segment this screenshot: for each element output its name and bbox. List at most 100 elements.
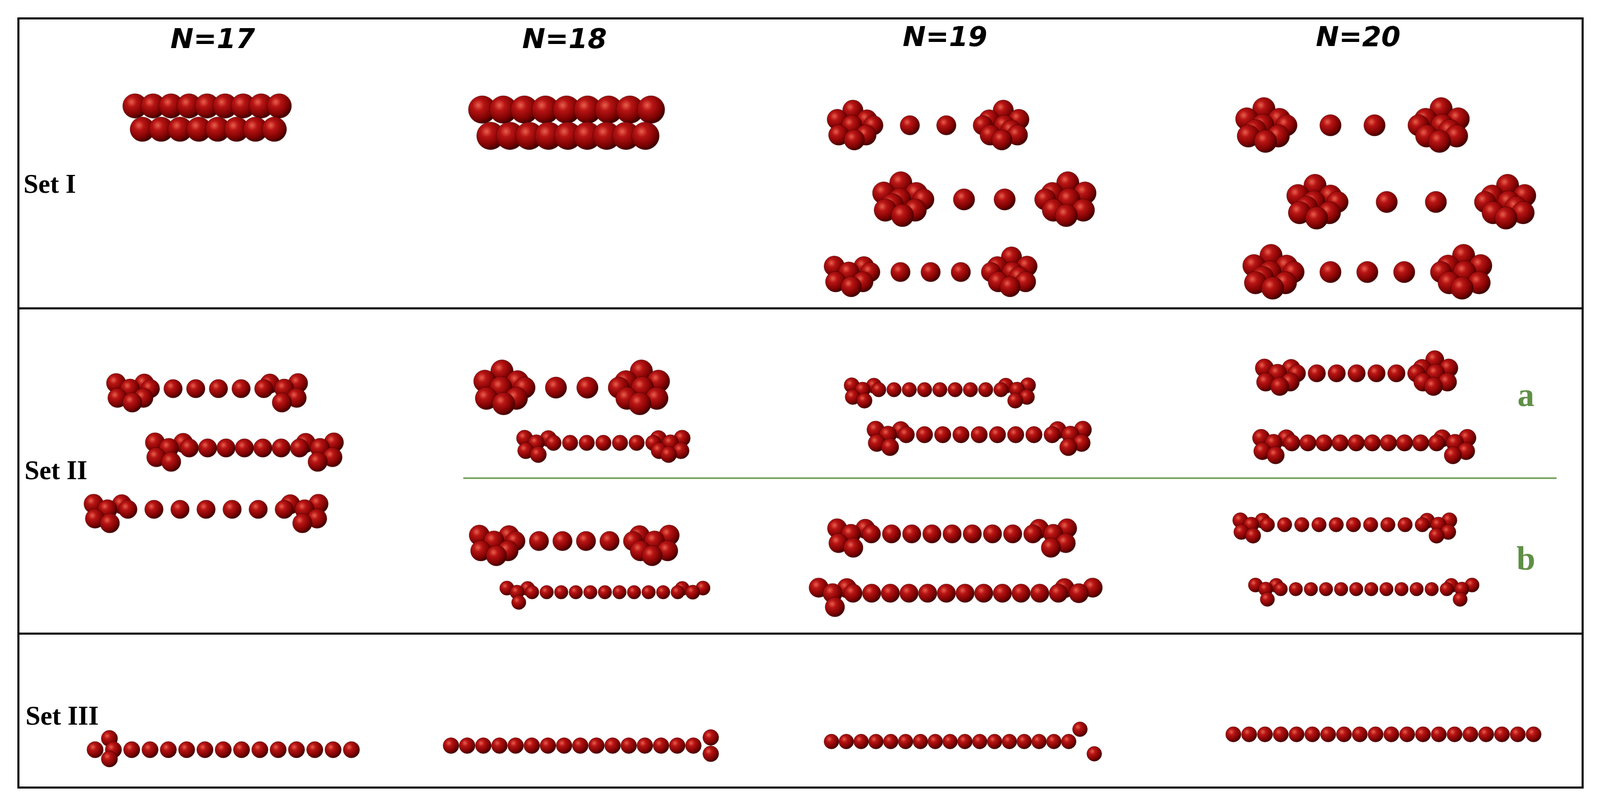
atom-sphere [978, 382, 994, 398]
column-header: N=17 [170, 23, 256, 54]
atom-sphere [883, 734, 899, 750]
atom-sphere [1478, 726, 1494, 742]
atom-sphere [853, 734, 869, 750]
atom-sphere [491, 737, 508, 754]
atom-sphere [1398, 517, 1413, 533]
atom-sphere [857, 392, 873, 409]
atom-sphere [902, 524, 921, 544]
set-label: Set III [25, 701, 99, 731]
atom-sphere [269, 741, 287, 758]
set-label: Set II [24, 455, 88, 485]
atom-sphere [492, 392, 515, 415]
atom-sphere [934, 426, 952, 443]
atom-sphere [1379, 582, 1394, 597]
atom-sphere [215, 741, 232, 758]
atom-sphere [261, 117, 287, 142]
atom-sphere [1494, 206, 1518, 230]
atom-sphere [1311, 517, 1327, 533]
atom-sphere [576, 531, 596, 551]
atom-sphere [1428, 434, 1446, 452]
atom-sphere [572, 737, 589, 754]
atom-sphere [920, 262, 941, 282]
atom-sphere [324, 741, 342, 758]
atom-sphere [862, 524, 881, 544]
atom-sphere [475, 737, 492, 754]
atom-sphere [916, 426, 933, 443]
atom-sphere [552, 531, 573, 551]
atom-sphere [254, 379, 274, 398]
atom-sphere [235, 438, 254, 458]
atom-sphere [953, 188, 975, 211]
atom-sphere [1305, 206, 1328, 230]
atom-sphere [825, 597, 845, 617]
atom-sphere [963, 382, 979, 398]
atom-sphere [1364, 434, 1381, 452]
atom-sphere [824, 734, 840, 750]
atom-sphere [1394, 582, 1409, 597]
atom-sphere [952, 426, 969, 443]
atom-sphere [703, 729, 719, 746]
atom-sphere [1396, 434, 1413, 452]
atom-sphere [922, 524, 941, 544]
atom-sphere [1294, 517, 1310, 533]
atom-sphere [1273, 582, 1288, 597]
atom-sphere [1059, 438, 1077, 456]
atom-sphere [1364, 582, 1379, 597]
atom-sphere [994, 188, 1016, 211]
atom-sphere [962, 524, 982, 544]
atom-sphere [1347, 434, 1365, 452]
atom-sphere [871, 382, 887, 398]
atom-sphere [1261, 276, 1284, 300]
atom-sphere [974, 583, 994, 603]
atom-sphere [272, 392, 292, 413]
atom-group [83, 93, 1542, 768]
atom-sphere [897, 426, 915, 443]
atom-sphere [554, 585, 569, 600]
set-panel: Set II [17, 307, 1584, 635]
atom-sphere [862, 583, 882, 603]
atom-sphere [1409, 582, 1424, 597]
atom-sphere [576, 376, 599, 399]
atom-sphere [685, 584, 701, 600]
atom-sphere [1273, 726, 1289, 742]
atom-sphere [1030, 583, 1049, 603]
atom-sphere [1299, 434, 1317, 452]
atom-sphere [292, 513, 312, 533]
atom-sphere [161, 452, 182, 472]
atom-sphere [637, 737, 653, 754]
atom-sphere [1363, 517, 1379, 533]
atom-sphere [306, 741, 324, 758]
atom-sphere [233, 741, 250, 758]
subset-label: b [1516, 539, 1536, 578]
atom-sphere [917, 382, 933, 398]
atom-sphere [1415, 726, 1431, 742]
atom-sphere [932, 382, 948, 398]
atom-sphere [1061, 734, 1077, 750]
atom-sphere [1425, 582, 1439, 597]
atom-sphere [1399, 726, 1415, 742]
atom-sphere [685, 737, 702, 754]
atom-sphere [652, 737, 669, 754]
atom-sphere [843, 537, 864, 558]
atom-sphere [1428, 527, 1445, 544]
atom-sphere [1031, 734, 1047, 750]
column-header: N=20 [1315, 21, 1401, 52]
atom-sphere [991, 129, 1012, 151]
atom-sphere [899, 583, 919, 603]
atom-sphere [198, 438, 217, 458]
atom-sphere [886, 382, 902, 398]
atom-sphere [670, 585, 685, 600]
atom-sphere [1011, 583, 1031, 603]
atom-sphere [839, 734, 854, 750]
atom-sphere [972, 734, 988, 750]
atom-sphere [1450, 276, 1474, 300]
atom-sphere [231, 379, 251, 398]
atom-sphere [588, 737, 605, 754]
column-header: N=18 [522, 23, 607, 54]
atom-sphere [1380, 434, 1397, 452]
atom-sphere [179, 438, 199, 458]
atom-sphere [598, 585, 613, 600]
atom-sphere [101, 750, 118, 768]
atom-sphere [486, 545, 507, 567]
subset-label: a [1517, 376, 1535, 414]
